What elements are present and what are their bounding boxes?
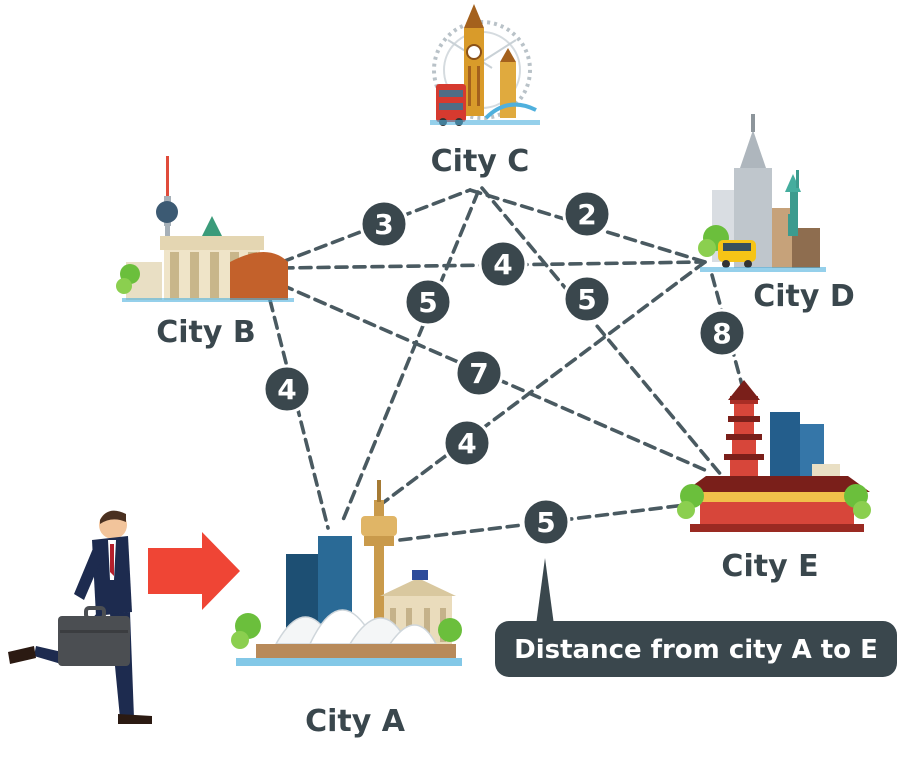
edge-d-a bbox=[378, 260, 707, 507]
businessman-running-icon bbox=[8, 510, 152, 724]
edge-c-a bbox=[341, 190, 480, 522]
distance-badge-c-d: 2 bbox=[562, 189, 612, 239]
distance-b-c: 3 bbox=[374, 208, 393, 241]
distance-badge-d-a: 4 bbox=[442, 418, 492, 468]
distance-badge-b-a: 4 bbox=[262, 364, 312, 414]
edge-b-e bbox=[280, 283, 707, 472]
distance-badge-c-e: 5 bbox=[562, 274, 612, 324]
distance-badge-b-e: 7 bbox=[454, 348, 504, 398]
distance-c-d: 2 bbox=[577, 198, 596, 231]
edge-b-d bbox=[280, 260, 707, 270]
city-e-label: City E bbox=[721, 549, 818, 584]
city-b-label: City B bbox=[156, 315, 256, 350]
distance-badge-c-a: 5 bbox=[403, 277, 453, 327]
callout: Distance from city A to E bbox=[495, 558, 897, 677]
distance-badge-b-c: 3 bbox=[359, 199, 409, 249]
city-c-illustration bbox=[430, 4, 540, 126]
edge-b-a bbox=[268, 298, 330, 530]
edge-c-d bbox=[468, 188, 707, 264]
city-a-illustration bbox=[231, 480, 462, 666]
distance-b-a: 4 bbox=[277, 373, 296, 406]
city-d-label: City D bbox=[753, 279, 855, 314]
city-e-illustration bbox=[677, 380, 871, 532]
distance-c-e: 5 bbox=[577, 283, 596, 316]
arrow-right-icon bbox=[148, 532, 240, 610]
city-d-illustration bbox=[698, 114, 826, 272]
distance-badge-a-e: 5 bbox=[521, 497, 571, 547]
distance-b-e: 7 bbox=[469, 357, 488, 390]
distance-badge-d-e: 8 bbox=[697, 308, 747, 358]
callout-text: Distance from city A to E bbox=[514, 635, 878, 665]
distance-badge-b-d: 4 bbox=[478, 239, 528, 289]
city-b-illustration bbox=[116, 156, 294, 302]
city-a-label: City A bbox=[305, 704, 406, 739]
distance-c-a: 5 bbox=[418, 286, 437, 319]
edge-c-e bbox=[480, 186, 744, 502]
city-c-label: City C bbox=[431, 144, 530, 179]
distance-b-d: 4 bbox=[493, 248, 512, 281]
distance-d-e: 8 bbox=[712, 317, 731, 350]
distance-a-e: 5 bbox=[536, 506, 555, 539]
distance-d-a: 4 bbox=[457, 427, 476, 460]
